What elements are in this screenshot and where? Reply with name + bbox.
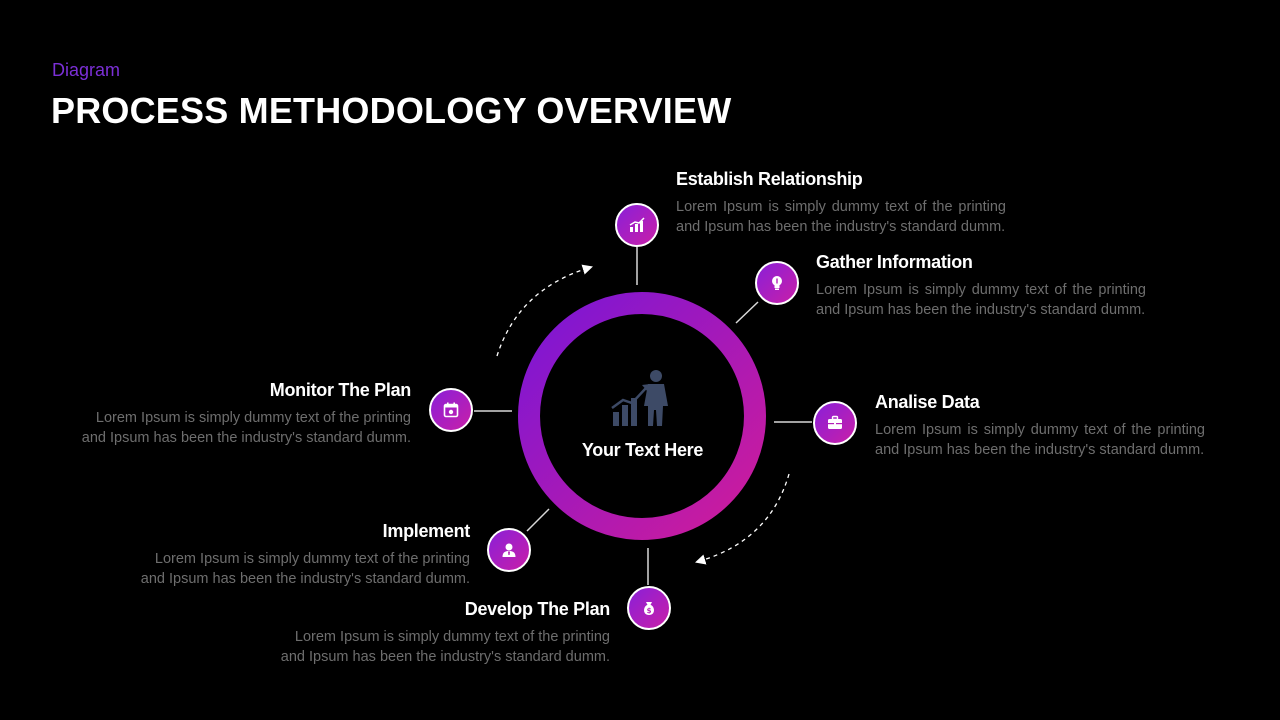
node-monitor-the-plan[interactable] <box>429 388 473 432</box>
user-icon <box>502 543 516 557</box>
step-body: Lorem Ipsum is simply dummy text of the … <box>140 551 470 587</box>
step-body: Lorem Ipsum is simply dummy text of the … <box>81 410 411 446</box>
connector-implement <box>526 508 550 532</box>
connector-gather <box>735 301 759 324</box>
step-body: Lorem Ipsum is simply dummy text of the … <box>676 199 1006 235</box>
step-body: Lorem Ipsum is simply dummy text of the … <box>816 282 1146 318</box>
briefcase-icon <box>828 415 842 429</box>
step-body: Lorem Ipsum is simply dummy text of the … <box>280 629 610 665</box>
step-title: Establish Relationship <box>676 169 863 189</box>
step-title: Gather Information <box>816 252 973 272</box>
slide-subtitle: Diagram <box>52 60 121 80</box>
step-title: Develop The Plan <box>464 599 611 619</box>
step-body: Lorem Ipsum is simply dummy text of the … <box>875 422 1205 458</box>
step-implement: Implement Lorem Ipsum is simply dummy te… <box>140 520 471 589</box>
businessman-growth-chart-icon <box>611 370 668 426</box>
node-establish-relationship[interactable] <box>615 203 659 247</box>
calendar-icon <box>443 402 459 418</box>
svg-text:$: $ <box>647 607 652 615</box>
step-analise-data: Analise Data Lorem Ipsum is simply dummy… <box>875 391 1205 460</box>
dashed-arrow-bottom-right <box>695 473 790 565</box>
step-establish-relationship: Establish Relationship Lorem Ipsum is si… <box>676 168 1006 237</box>
lightbulb-icon <box>772 276 782 290</box>
money-bag-icon: $ <box>644 602 654 615</box>
node-implement[interactable] <box>487 528 531 572</box>
node-analise-data[interactable] <box>813 401 857 445</box>
step-monitor-the-plan: Monitor The Plan Lorem Ipsum is simply d… <box>81 379 412 448</box>
node-develop-the-plan[interactable]: $ <box>627 586 671 630</box>
step-gather-information: Gather Information Lorem Ipsum is simply… <box>816 251 1146 320</box>
center-ring <box>518 292 766 540</box>
dashed-arrow-top-left <box>496 264 593 357</box>
step-title: Implement <box>382 521 471 541</box>
slide-title: PROCESS METHODOLOGY OVERVIEW <box>51 90 732 131</box>
node-gather-information[interactable] <box>755 261 799 305</box>
chart-icon <box>629 217 645 232</box>
step-title: Monitor The Plan <box>269 380 412 400</box>
center-label: Your Text Here <box>581 440 704 460</box>
step-develop-the-plan: Develop The Plan Lorem Ipsum is simply d… <box>280 598 611 667</box>
step-title: Analise Data <box>875 392 980 412</box>
